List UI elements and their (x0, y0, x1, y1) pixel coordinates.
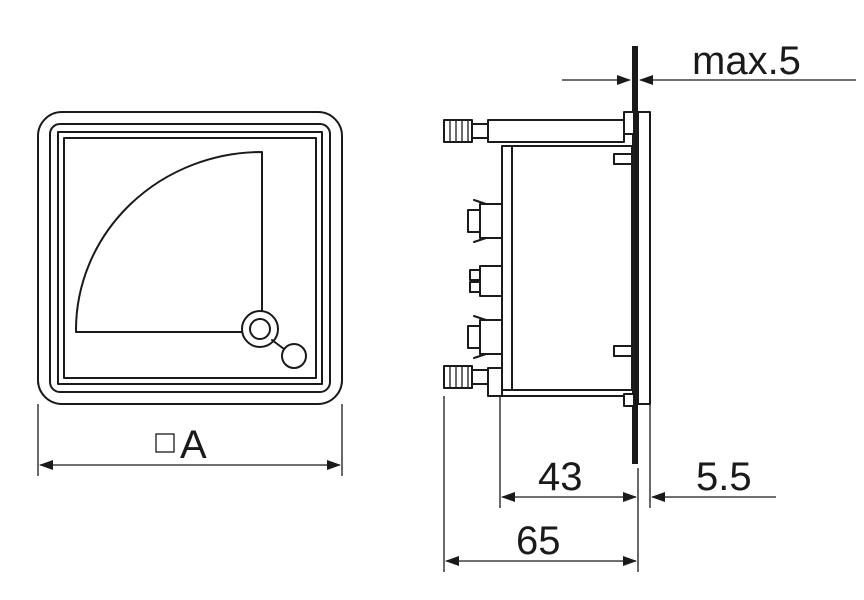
dimension-label-5-5: 5.5 (696, 455, 752, 499)
knurled-head-top (443, 119, 473, 143)
front-flange (637, 111, 651, 405)
screw-collar-top (471, 123, 489, 139)
knurled-head-bottom (443, 365, 473, 389)
window-frame (57, 131, 323, 385)
dial-scale-sector (75, 151, 263, 333)
dimension-max5: max.5 (562, 39, 856, 85)
dimension-label-max5: max.5 (692, 39, 801, 83)
bezel-outer (37, 111, 343, 405)
mounting-panel (632, 46, 638, 464)
dimension-label-A: A (180, 423, 207, 467)
panel-tab-bottom (623, 393, 635, 407)
terminal-upper (467, 199, 503, 243)
pivot-inner-ring (249, 318, 271, 340)
panel-tab-top (623, 111, 635, 135)
terminal-middle (469, 265, 503, 297)
case-body (501, 145, 633, 391)
dimension-65: 65 (445, 519, 637, 566)
screw-shaft-top (487, 119, 625, 143)
scale-window (63, 137, 317, 379)
dimension-A: A (37, 404, 343, 476)
dimension-label-65: 65 (516, 519, 561, 563)
top-mounting-screw (443, 119, 625, 143)
bottom-mounting-screw (443, 365, 503, 397)
dimension-5-5: 5.5 (651, 455, 776, 502)
terminal-lower (467, 315, 503, 359)
dimension-43: 43 (501, 455, 637, 502)
square-outline-icon (155, 433, 175, 453)
pivot-outer-ring (241, 310, 279, 348)
front-view (37, 111, 343, 405)
screw-bracket-bottom (487, 367, 503, 397)
dimension-label-43: 43 (538, 455, 583, 499)
clip-bottom (613, 345, 633, 357)
bezel-inner (49, 123, 331, 393)
zero-adjuster-knob (281, 343, 307, 369)
side-view (443, 46, 651, 464)
clip-top (613, 153, 633, 165)
screw-collar-bottom (471, 369, 489, 385)
